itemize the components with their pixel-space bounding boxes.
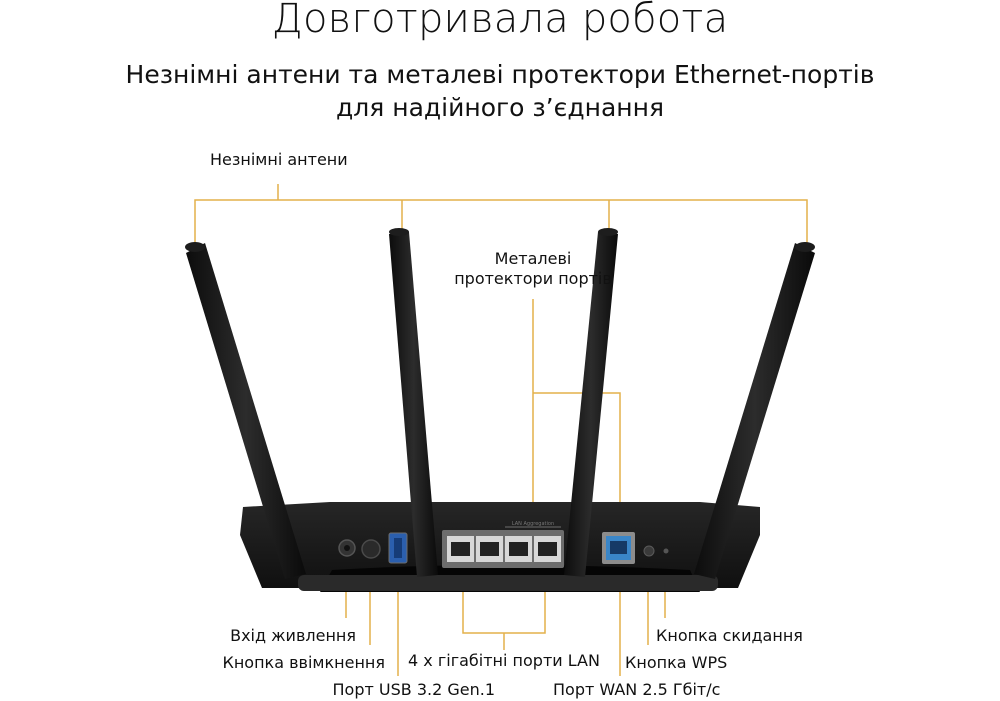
power-button: [361, 539, 381, 559]
label-power-in: Вхід живлення: [230, 626, 356, 645]
label-power-button: Кнопка ввімкнення: [222, 653, 385, 672]
label-lan-ports: 4 x гігабітні порти LAN: [408, 651, 600, 670]
antenna-4-tip: [795, 242, 815, 252]
antenna-2-tip: [389, 228, 409, 236]
label-protectors-line2: протектори портів: [454, 269, 612, 288]
antenna-4: [694, 243, 815, 579]
wps-button: [643, 545, 655, 557]
lan-port-1-slot: [451, 542, 470, 556]
lan-aggregation-text: LAN Aggregation: [512, 521, 554, 527]
antenna-1: [186, 243, 306, 579]
leader-lines: [194, 184, 808, 676]
lan-bracket-line: [462, 590, 546, 634]
lan-port-3-slot: [509, 542, 528, 556]
antenna-3: [564, 232, 618, 577]
label-reset-button: Кнопка скидання: [656, 626, 803, 645]
subtitle-line-2: для надійного з’єднання: [335, 93, 665, 122]
subtitle-line-1: Незнімні антени та металеві протектори E…: [125, 60, 875, 89]
antenna-bracket-line: [194, 199, 808, 246]
lan-port-2-slot: [480, 542, 499, 556]
wan-port-slot: [610, 541, 627, 554]
reset-button: [663, 548, 669, 554]
label-protectors-line1: Металеві: [494, 249, 572, 268]
label-wan-port: Порт WAN 2.5 Гбіт/с: [553, 680, 721, 699]
page-title: Довготривала робота: [271, 0, 729, 42]
label-usb-port: Порт USB 3.2 Gen.1: [332, 680, 496, 699]
protector-line-wan: [533, 392, 621, 523]
antenna-3-tip: [598, 228, 618, 236]
label-wps-button: Кнопка WPS: [625, 653, 728, 672]
antenna-1-tip: [185, 242, 205, 252]
usb-port-inner: [394, 538, 402, 558]
label-antennas: Незнімні антени: [210, 150, 348, 169]
dc-power-jack-center: [344, 545, 350, 551]
router-underside: [298, 575, 718, 591]
antenna-2: [389, 232, 438, 577]
lan-port-4-slot: [538, 542, 557, 556]
